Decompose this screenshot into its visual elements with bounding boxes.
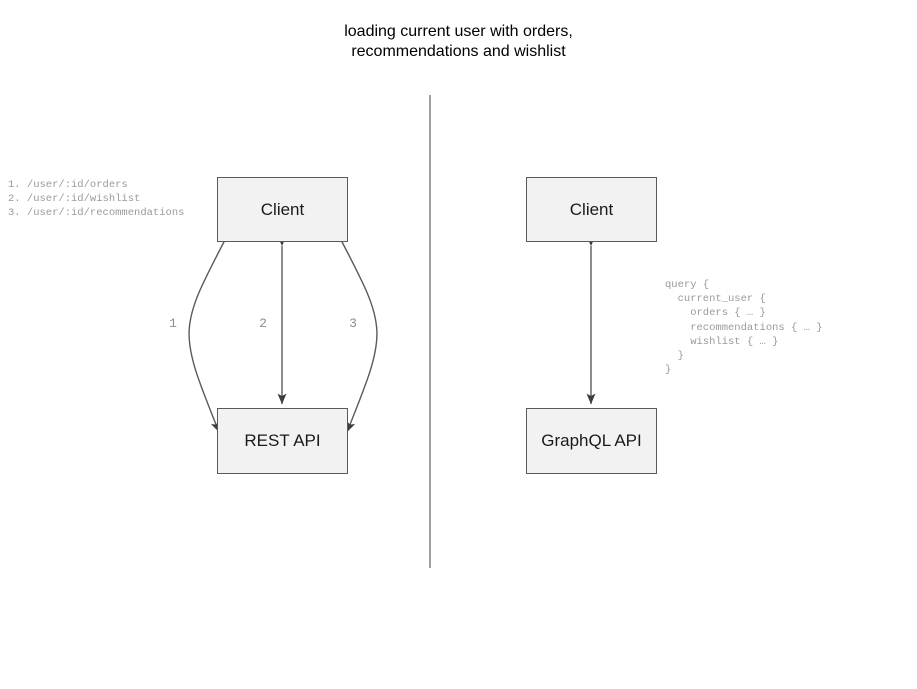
rest-edge-label-1: 1 [169, 316, 177, 331]
rest-edge-label-3: 3 [349, 316, 357, 331]
rest-edge-label-2: 2 [259, 316, 267, 331]
graphql-query-snippet: query { current_user { orders { … } reco… [665, 279, 823, 377]
rest-endpoint-list: 1. /user/:id/orders 2. /user/:id/wishlis… [8, 179, 185, 220]
node-rest-client[interactable]: Client [217, 177, 348, 242]
diagram-title: loading current user with orders, recomm… [344, 23, 573, 60]
rest-edge-1-path [188, 226, 235, 433]
node-graphql-client[interactable]: Client [526, 177, 657, 242]
node-graphql-api[interactable]: GraphQL API [526, 408, 657, 474]
node-rest-api[interactable]: REST API [217, 408, 348, 474]
rest-edge-3-path [331, 226, 378, 433]
